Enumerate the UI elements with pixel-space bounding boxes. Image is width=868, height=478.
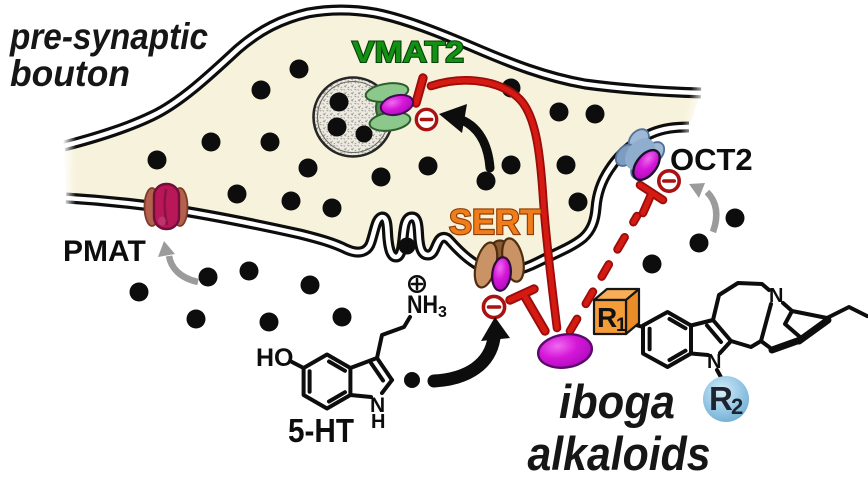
svg-text:PMAT: PMAT: [63, 235, 146, 268]
svg-text:alkaloids: alkaloids: [528, 427, 711, 478]
svg-text:3: 3: [438, 304, 447, 321]
svg-text:SERT: SERT: [449, 203, 541, 242]
svg-text:OCT2: OCT2: [670, 142, 753, 177]
svg-text:N: N: [769, 285, 783, 307]
svg-text:5-HT: 5-HT: [288, 412, 354, 449]
svg-text:VMAT2: VMAT2: [352, 36, 464, 69]
svg-text:R: R: [709, 380, 733, 417]
svg-text:N: N: [707, 351, 721, 373]
svg-text:H: H: [371, 411, 385, 433]
svg-text:2: 2: [731, 394, 743, 419]
svg-text:R: R: [597, 302, 617, 333]
svg-text:1: 1: [616, 315, 627, 336]
svg-text:pre-synaptic: pre-synaptic: [9, 16, 208, 57]
svg-text:bouton: bouton: [10, 53, 130, 94]
svg-text:iboga: iboga: [559, 375, 675, 428]
svg-text:N: N: [370, 394, 385, 417]
svg-text:HO: HO: [256, 344, 294, 372]
svg-text:NH: NH: [407, 291, 438, 319]
